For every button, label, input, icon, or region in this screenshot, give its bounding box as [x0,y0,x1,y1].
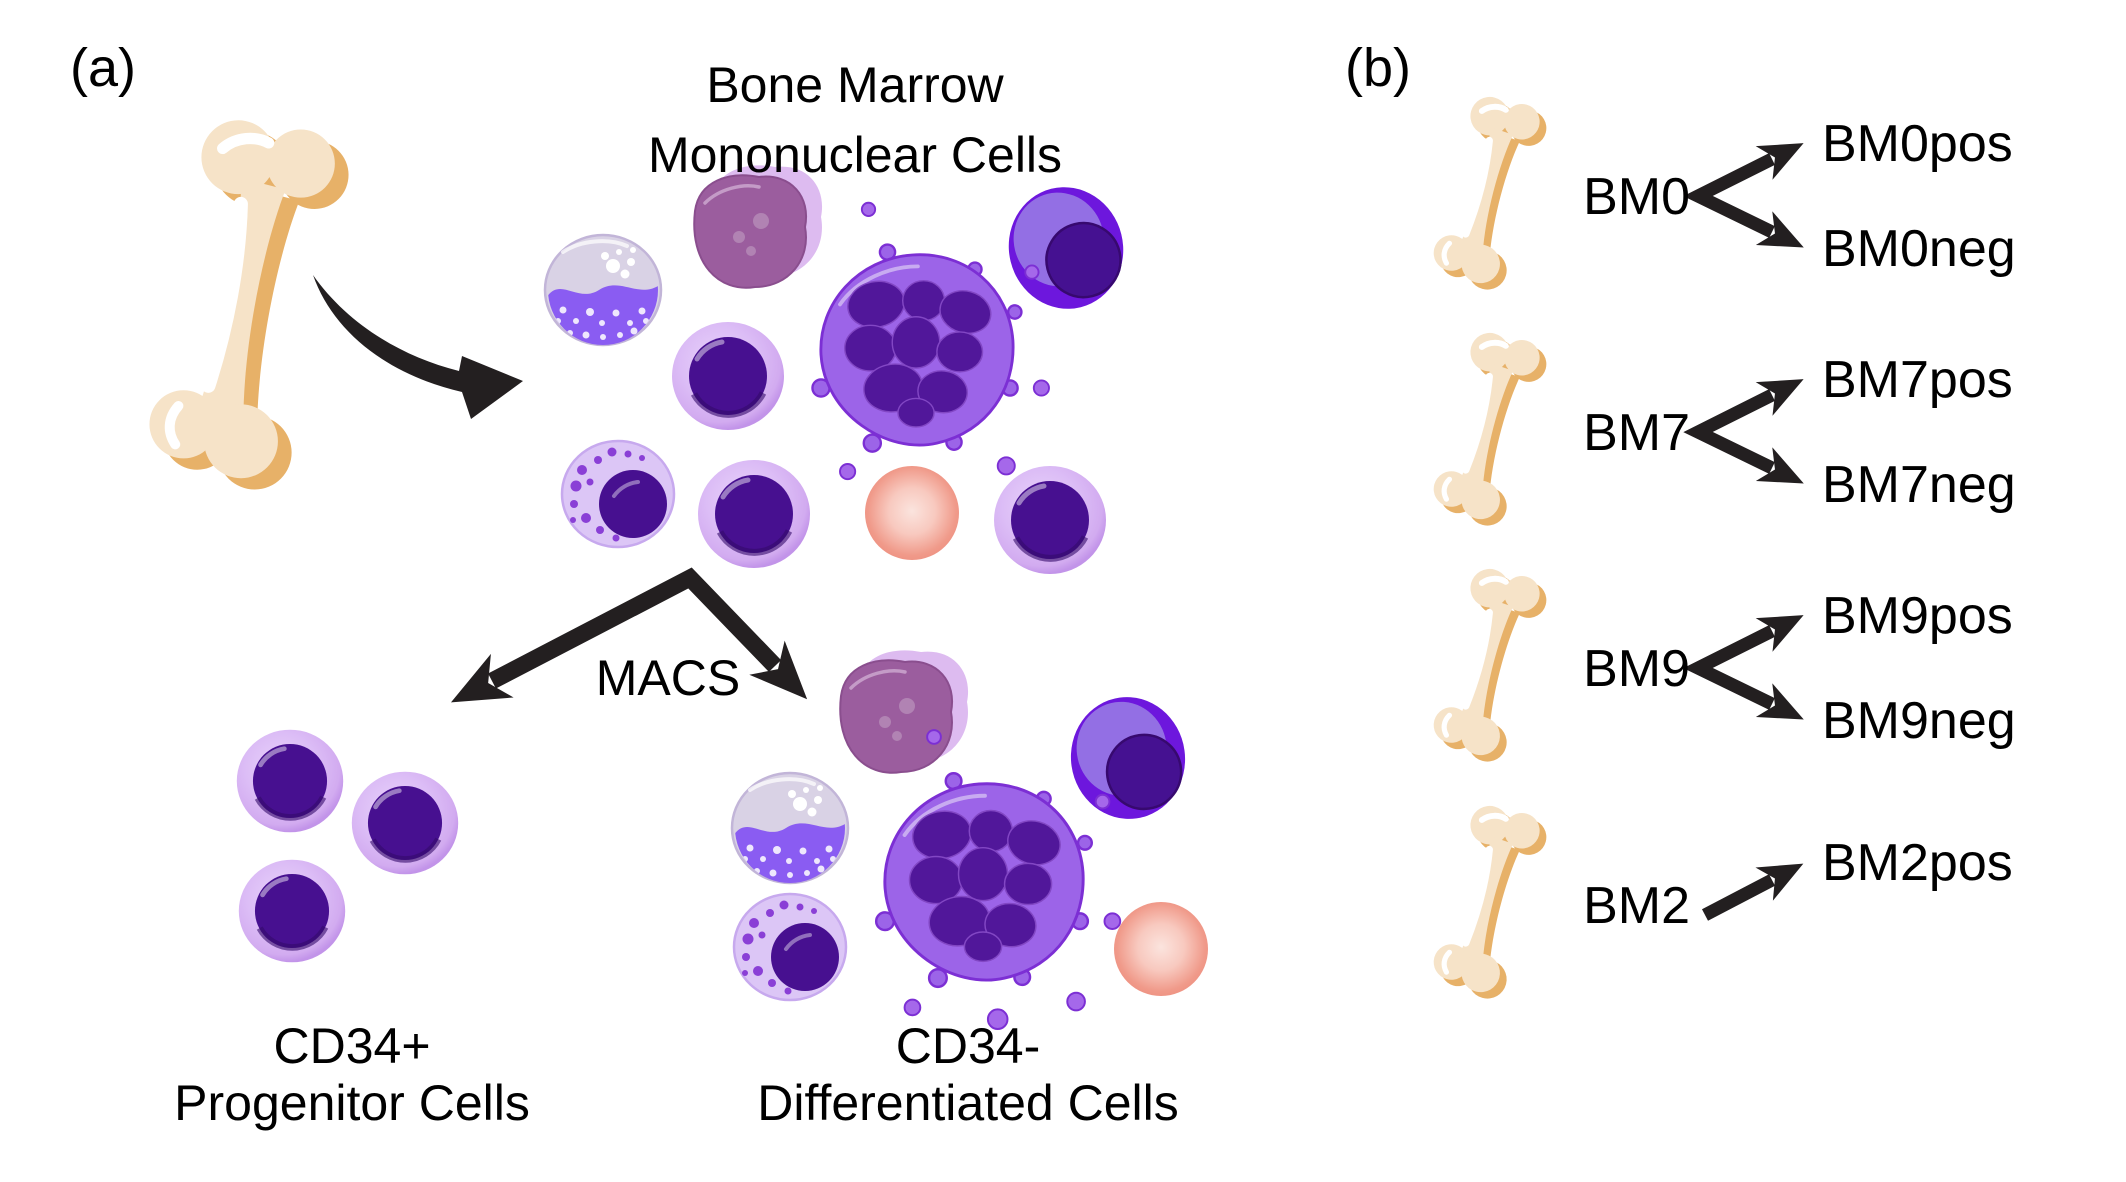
neg-label-bm7: BM7neg [1822,456,2016,514]
bone-icon-large [140,111,356,496]
pos-label-bm0: BM0pos [1822,115,2013,173]
lymphoblast-icon [1061,688,1195,828]
bmmc-title-line2: Mononuclear Cells [647,127,1063,183]
pos-label-bm7: BM7pos [1822,351,2013,409]
erythrocyte-icon [865,466,959,560]
curved-arrow-icon [313,275,523,419]
cd34pos-label-line1: CD34+ [273,1018,431,1074]
pos-label-bm2: BM2pos [1822,834,2013,892]
bm9-fork-arrow [1683,615,1804,720]
bmmc-cluster [545,163,1138,574]
cd34neg-label-line2: Differentiated Cells [757,1075,1179,1131]
cd34neg-label-line1: CD34- [895,1018,1041,1074]
cd34neg-cluster [732,648,1208,1031]
cd34pos-label-line2: Progenitor Cells [174,1075,530,1131]
erythrocyte-icon [1114,902,1208,996]
bmmc-title-line1: Bone Marrow [706,57,1004,113]
pos-label-bm9: BM9pos [1822,587,2013,645]
sample-label-bm9: BM9 [1583,640,1690,698]
lymphocyte-icon [239,860,345,963]
cd34pos-cluster [237,730,458,963]
band-neutrophil-icon [732,773,848,886]
macs-fork-arrow [450,567,808,703]
lymphocyte-icon [672,322,784,430]
cd34neg-label: CD34- Differentiated Cells [757,1018,1179,1132]
monocyte-icon [838,648,970,775]
lymphocyte-icon [994,466,1106,574]
lymphocyte-icon [352,772,458,875]
panel-b-art [1427,91,1804,1003]
neg-label-bm9: BM9neg [1822,692,2016,750]
lymphocyte-icon [698,460,810,568]
band-neutrophil-icon [545,235,661,348]
bm2-arrow [1701,863,1804,921]
sample-label-bm2: BM2 [1583,877,1690,935]
eosinophil-icon [560,439,676,549]
cd34pos-label: CD34+ Progenitor Cells [174,1018,530,1132]
panel-a-label: (a) [70,38,136,98]
panel-a-art [140,111,1208,1031]
sample-label-bm7: BM7 [1583,404,1690,462]
bm7-fork-arrow [1683,379,1804,484]
macs-label: MACS [595,650,741,706]
neg-label-bm0: BM0neg [1822,220,2016,278]
lymphocyte-icon [237,730,343,833]
bm0-fork-arrow [1683,143,1804,248]
lymphoblast-icon [994,173,1138,323]
sample-label-bm0: BM0 [1583,168,1690,226]
bmmc-title: Bone Marrow Mononuclear Cells [648,50,1062,190]
eosinophil-icon [732,892,848,1002]
panel-b-label: (b) [1345,38,1411,98]
